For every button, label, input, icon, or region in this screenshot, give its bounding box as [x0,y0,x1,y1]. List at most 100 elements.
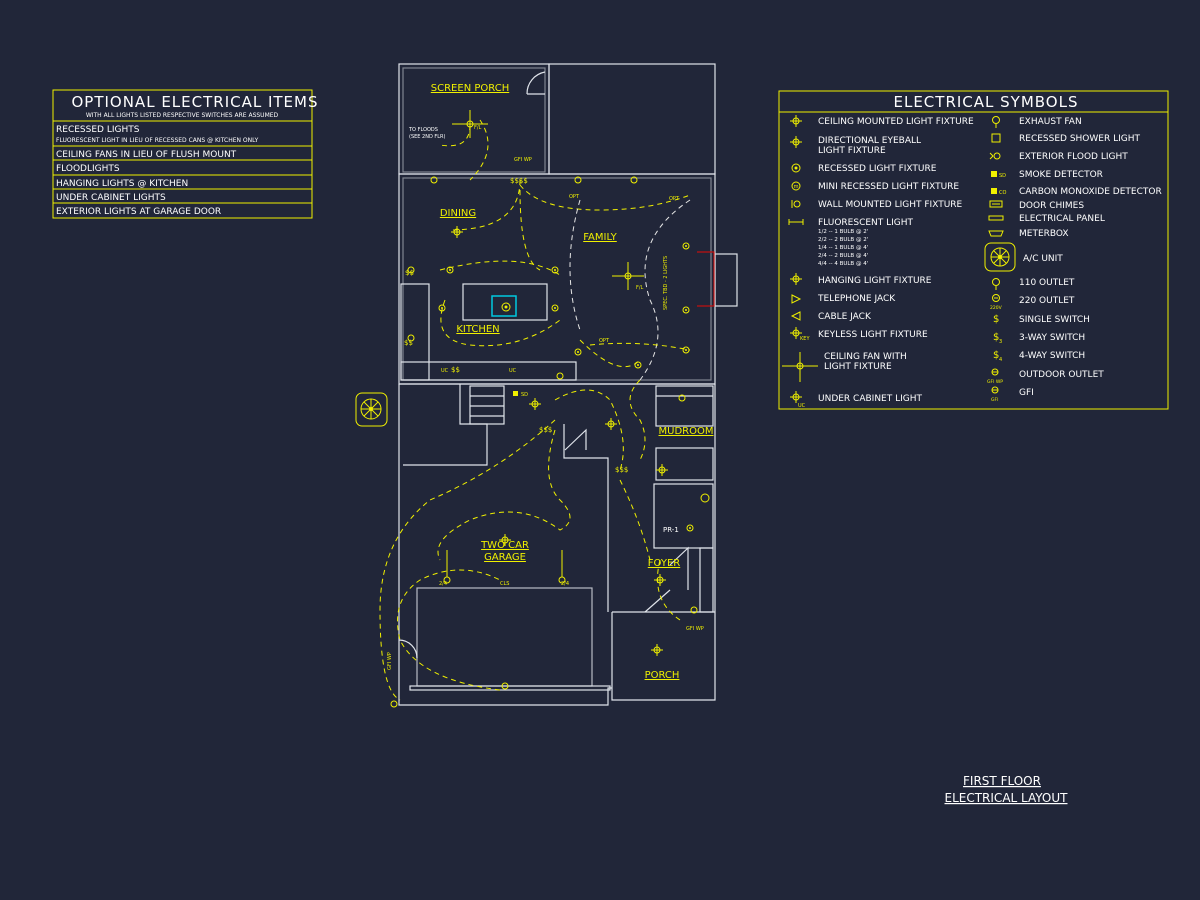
wall-light-icon [791,200,801,208]
gfi-icon: GFI [991,386,999,403]
shower-light-icon [991,133,1001,143]
wall-light-icon [690,606,698,614]
optional-items-subtitle: WITH ALL LIGHTS LISTED RESPECTIVE SWITCH… [86,112,279,119]
room-label-kitchen: KITCHEN [456,324,499,335]
exhaust-fan-icon [992,116,1000,128]
plan-walls [398,63,738,706]
single-switch-icon: $$ [405,269,414,277]
symbol-label: EXHAUST FAN [1019,117,1082,127]
optional-items-table: OPTIONAL ELECTRICAL ITEMS WITH ALL LIGHT… [52,89,318,219]
door-chimes-icon [989,200,1003,208]
cable-jack-icon [790,311,801,321]
symbol-label: 3-WAY SWITCH [1019,333,1085,343]
single-switch-icon: $$$ [615,466,628,474]
symbol-label: FLUORESCENT LIGHT [818,218,914,228]
hanging-light-icon [451,226,463,238]
wall-light-icon [407,334,415,342]
symbol-label: SMOKE DETECTOR [1019,170,1103,180]
svg-text:$$: $$ [405,269,414,277]
electrical-panel-icon [988,215,1004,221]
recessed-light-icon [791,163,801,173]
outlet-220-icon: 220V [990,294,1003,311]
symbol-label: CEILING FAN WITH [824,352,907,362]
single-switch-icon: $$ [404,339,413,347]
telephone-jack-icon [791,294,802,304]
plan-note: OPT [599,338,610,344]
room-label-family: FAMILY [583,232,617,243]
flood-light-icon [989,152,1001,160]
exhaust-fan-icon [700,493,710,503]
hanging-light-icon [790,273,802,285]
plan-note: SD [521,392,528,398]
meterbox-icon [988,230,1004,237]
plan-note: UC [509,368,517,374]
svg-text:$: $ [993,350,999,361]
ceiling-light-icon [499,534,511,546]
svg-text:4: 4 [999,357,1002,363]
symbol-label: LIGHT FIXTURE [824,362,892,372]
plan-note: 2/4 [561,581,569,587]
recessed-light-icon [682,306,690,314]
svg-text:GFI: GFI [991,397,998,403]
stairs [469,385,505,425]
svg-text:$: $ [993,332,999,343]
mini-recessed-icon: m [791,181,801,191]
wall-light-icon [630,176,638,184]
recessed-light-icon [574,348,582,356]
under-cabinet-icon: UC [790,391,806,409]
ac-unit-icon [355,392,388,427]
wall-light-icon [574,176,582,184]
outdoor-outlet-icon: GFI WP [987,368,1003,385]
plan-note: 2/4 [439,581,447,587]
room-label-screen-porch: SCREEN PORCH [431,83,509,94]
symbol-label: 110 OUTLET [1019,278,1075,288]
room-label-porch: PORCH [645,670,680,681]
svg-text:$$$$: $$$$ [510,177,528,185]
hanging-light-icon [558,550,566,584]
symbol-label: CEILING MOUNTED LIGHT FIXTURE [818,117,974,127]
plan-note: SPEC. TBD - 2 LIGHTS [663,256,669,310]
svg-text:$: $ [993,314,999,325]
plan-note: F/L [636,285,644,291]
fluorescent-icon [788,219,804,225]
recessed-light-icon [634,361,642,369]
optional-item-row: CEILING FANS IN LIEU OF FLUSH MOUNT [56,150,237,160]
fluorescent-note: 4/4 -- 4 BULB @ 4' [818,261,868,267]
fluorescent-note: 2/4 -- 2 BULB @ 4' [818,253,868,259]
wall-light-icon [501,682,509,690]
symbol-label: UNDER CABINET LIGHT [818,394,923,404]
svg-text:SD: SD [999,173,1006,179]
fluorescent-note: 1/4 -- 1 BULB @ 4' [818,245,868,251]
optional-item-subrow: FLUORESCENT LIGHT IN LIEU OF RECESSED CA… [56,137,259,144]
optional-item-row: UNDER CABINET LIGHTS [56,193,166,203]
caption-title: FIRST FLOOR [963,774,1041,788]
ac-unit-icon [984,242,1016,272]
symbol-label: OUTDOOR OUTLET [1019,370,1104,380]
ceiling-light-icon [790,115,802,127]
recessed-light-icon [438,304,446,312]
svg-text:m: m [794,184,799,190]
optional-items-title: OPTIONAL ELECTRICAL ITEMS [71,93,318,111]
plan-note: UC [441,368,449,374]
plan-note: F/L [474,125,482,131]
plan-note: (SEE 2ND FLR) [409,134,446,140]
ceiling-light-icon [654,574,666,586]
room-label-mudroom: MUDROOM [659,426,714,437]
ceiling-light-icon [529,398,541,410]
ceiling-light-icon [605,418,617,430]
wall-light-icon [430,176,438,184]
recessed-light-icon [446,266,454,274]
symbol-label: A/C UNIT [1023,254,1063,264]
symbol-label: RECESSED LIGHT FIXTURE [818,164,937,174]
keyless-light-icon: KEY [790,327,810,342]
recessed-light-icon [551,266,559,274]
symbol-label: 220 OUTLET [1019,296,1075,306]
single-switch-icon: $ [993,314,999,325]
svg-text:KEY: KEY [800,336,810,342]
hanging-light-icon [443,550,451,584]
svg-text:3: 3 [999,339,1002,345]
svg-text:$$$: $$$ [539,426,552,434]
plan-note: CLS [500,581,509,587]
recessed-light-icon [501,302,511,312]
plan-note: GFI WP [686,626,704,632]
